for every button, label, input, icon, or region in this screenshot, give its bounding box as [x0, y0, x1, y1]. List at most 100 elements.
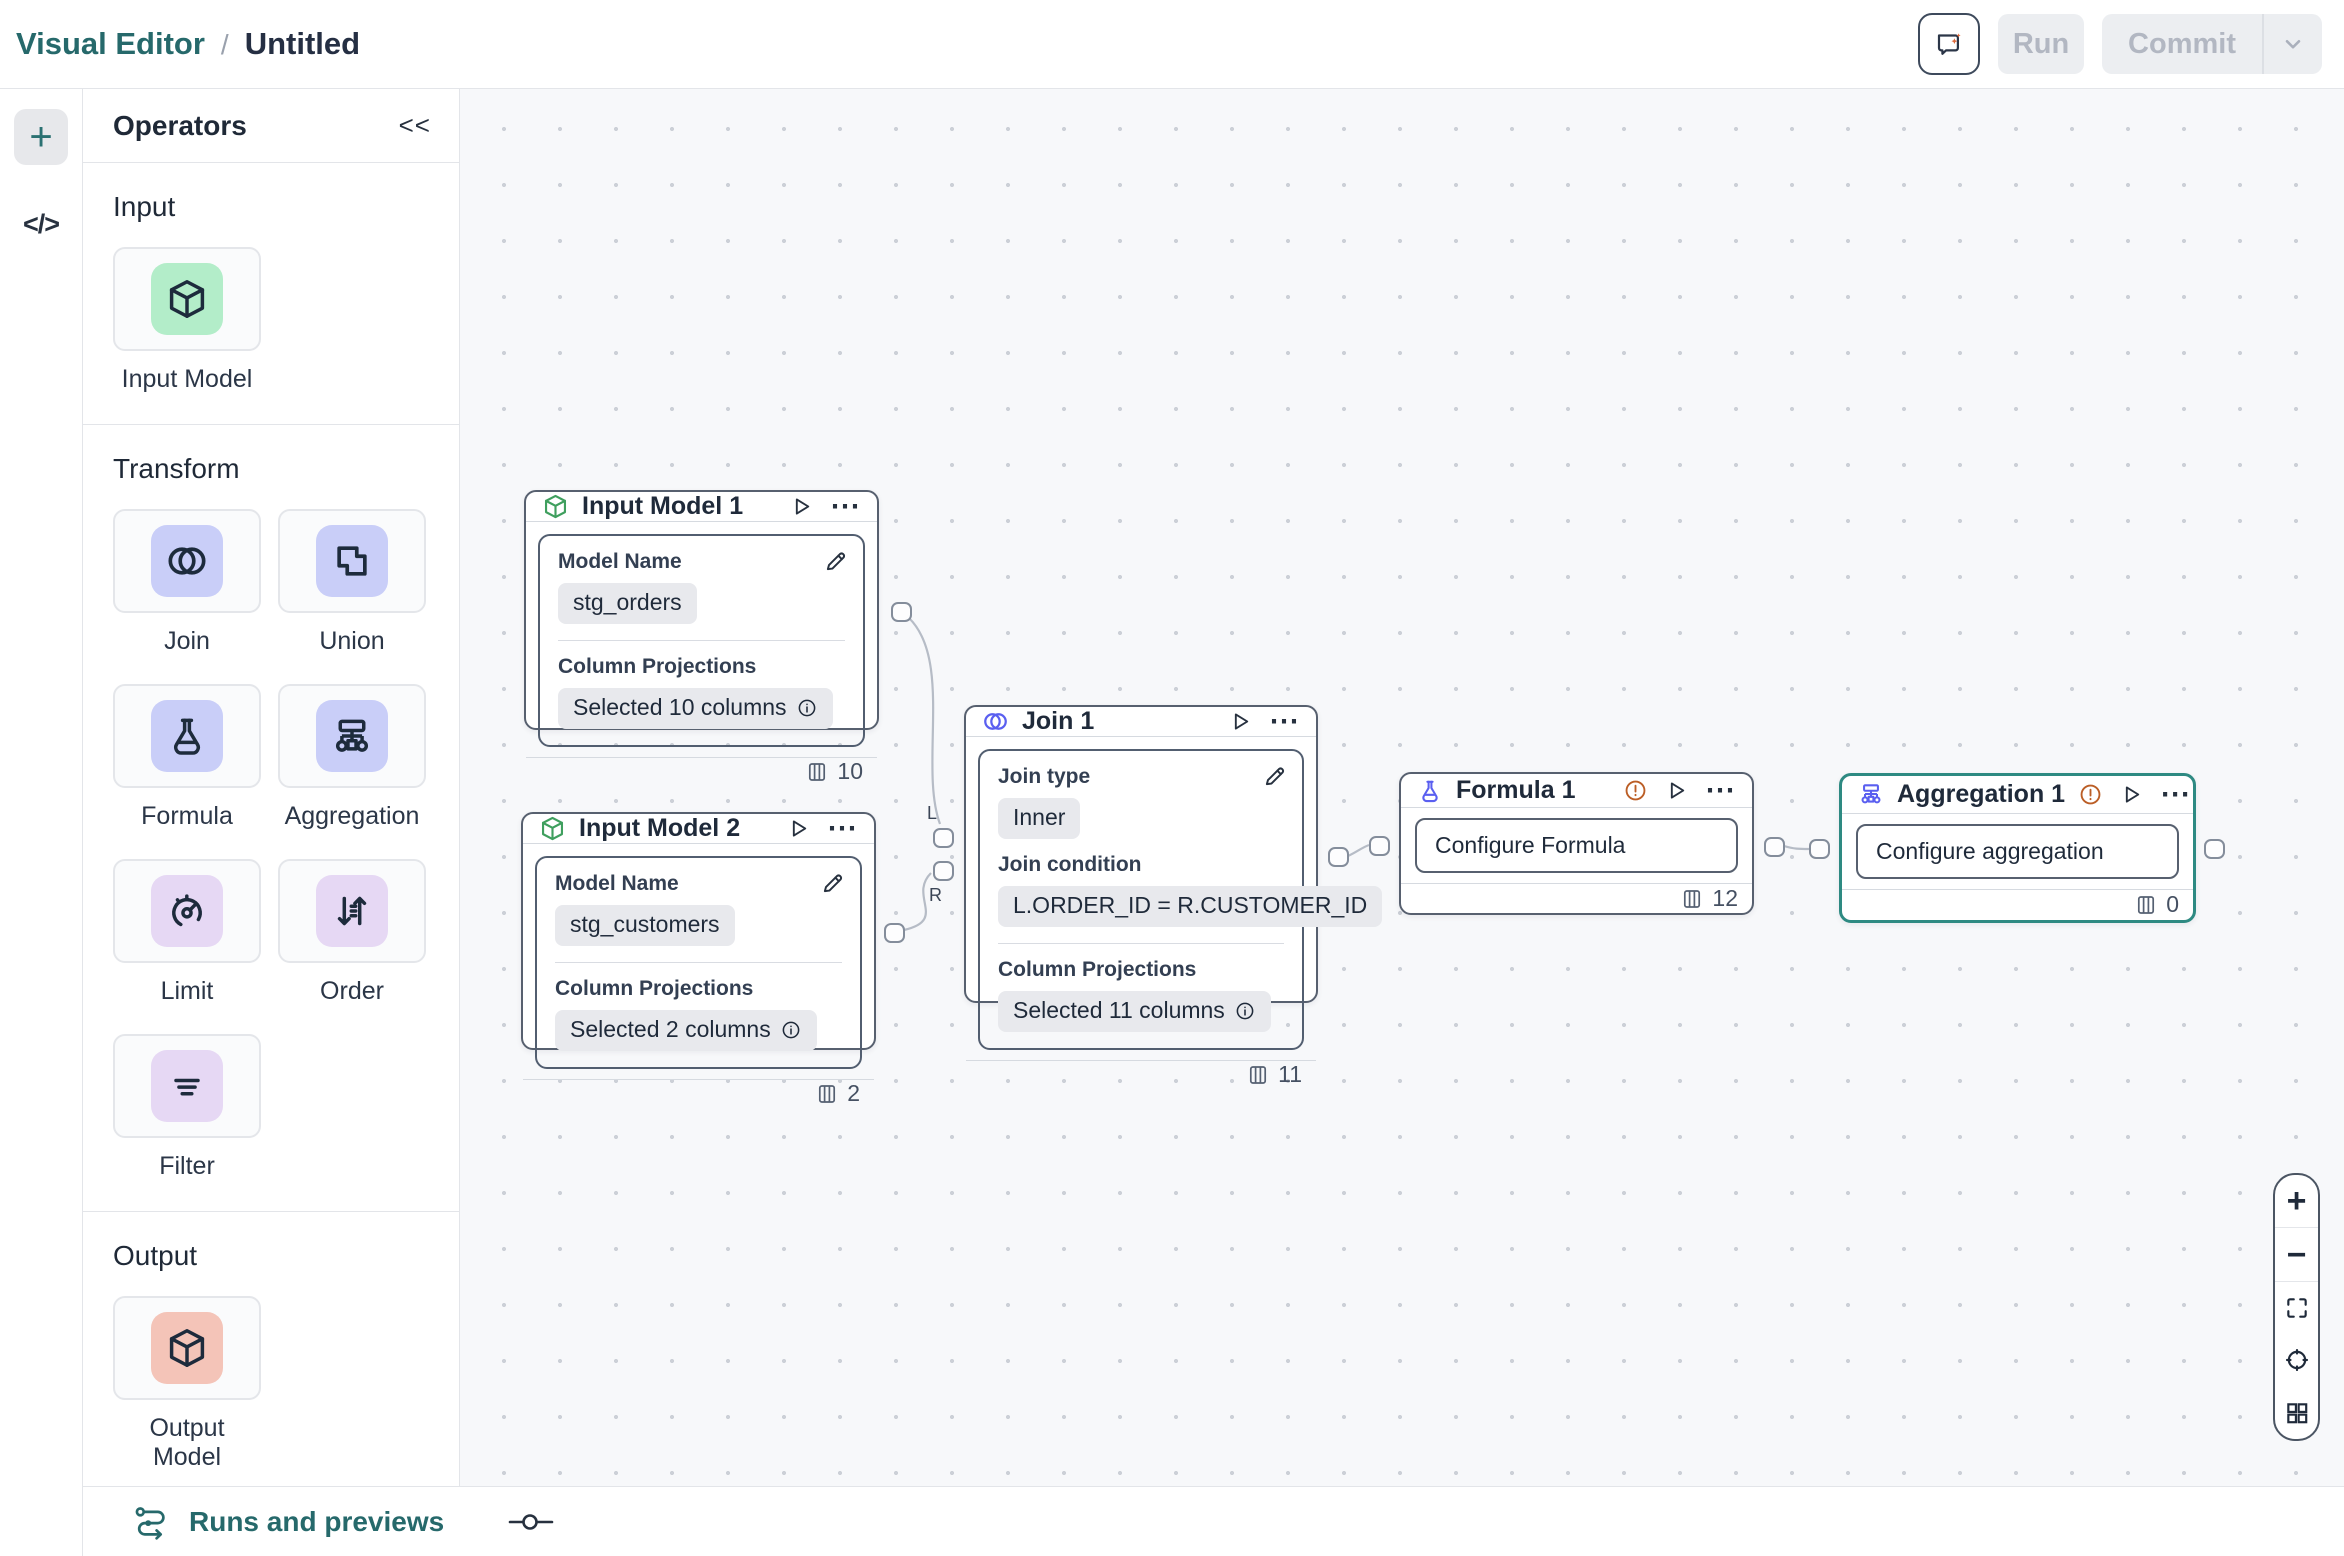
port-join-left-in[interactable]	[933, 828, 954, 848]
field-label: Join type	[998, 765, 1091, 788]
node-formula-1[interactable]: Formula 1 ⋯ Configure Formula	[1399, 772, 1754, 915]
operator-aggregation[interactable]: Aggregation	[278, 684, 426, 831]
code-view-button[interactable]: </>	[22, 209, 60, 239]
node-config-card[interactable]: Model Name stg_orders Column Projections…	[538, 534, 865, 747]
breadcrumb-app-link[interactable]: Visual Editor	[16, 26, 205, 61]
column-count: 10	[837, 758, 863, 784]
warning-icon	[1623, 778, 1648, 803]
runs-and-previews-button[interactable]: Runs and previews	[133, 1504, 444, 1540]
join-condition-chip: L.ORDER_ID = R.CUSTOMER_ID	[998, 886, 1383, 927]
columns-icon	[2134, 893, 2158, 917]
ai-assistant-button[interactable]	[1918, 13, 1981, 75]
zoom-in-button[interactable]: +	[2286, 1182, 2307, 1221]
operator-output-model[interactable]: Output Model	[113, 1296, 261, 1472]
play-node-button[interactable]	[2119, 782, 2144, 807]
operators-title: Operators	[113, 109, 247, 141]
cube-icon	[165, 277, 209, 321]
field-label: Column Projections	[555, 977, 754, 1000]
model-name-chip: stg_customers	[555, 905, 735, 946]
formula-flask-icon	[165, 714, 209, 758]
join-icon	[982, 708, 1009, 735]
node-menu-button[interactable]: ⋯	[830, 490, 861, 523]
collapse-panel-button[interactable]: <<	[398, 110, 431, 140]
configure-aggregation-button[interactable]: Configure aggregation	[1856, 823, 2179, 879]
edit-pencil-icon[interactable]	[823, 548, 849, 574]
fit-view-button[interactable]	[2275, 1282, 2318, 1334]
chevron-down-icon	[2280, 31, 2306, 57]
port-formula-in[interactable]	[1369, 836, 1390, 856]
work-area: Operators << Input Input Mode	[83, 89, 2344, 1486]
play-node-button[interactable]	[1228, 709, 1253, 734]
run-button[interactable]: Run	[1998, 14, 2085, 74]
top-bar: Visual Editor / Untitled Run Commit	[0, 0, 2344, 88]
port-join-right-in[interactable]	[933, 861, 954, 881]
commit-node-button[interactable]	[504, 1509, 558, 1535]
play-node-button[interactable]	[789, 494, 814, 519]
node-input-model-1[interactable]: Input Model 1 ⋯ Model Name	[524, 490, 879, 784]
limit-gauge-icon	[165, 889, 209, 933]
node-input-model-2[interactable]: Input Model 2 ⋯ Model Name	[521, 812, 876, 1106]
port-input-model-1-out[interactable]	[891, 602, 912, 622]
operators-panel: Operators << Input Input Mode	[83, 89, 460, 1486]
section-input: Input Input Model	[83, 163, 459, 424]
port-formula-out[interactable]	[1764, 837, 1785, 857]
column-projections-chip[interactable]: Selected 2 columns	[555, 1010, 817, 1051]
model-name-chip: stg_orders	[558, 583, 697, 624]
column-projections-chip[interactable]: Selected 11 columns	[998, 991, 1271, 1032]
commit-dropdown-button[interactable]	[2264, 14, 2322, 74]
node-config-card[interactable]: Model Name stg_customers Column Projecti…	[535, 856, 862, 1069]
operator-input-model[interactable]: Input Model	[113, 247, 261, 394]
content-row: + </> Operators << Input	[0, 88, 2344, 1556]
operator-label: Formula	[141, 802, 233, 830]
play-node-button[interactable]	[1664, 778, 1689, 803]
port-aggregation-in[interactable]	[1809, 839, 1830, 859]
column-projections-chip[interactable]: Selected 10 columns	[558, 688, 833, 729]
port-aggregation-out[interactable]	[2204, 839, 2225, 859]
breadcrumb-doc-title[interactable]: Untitled	[244, 26, 361, 61]
topbar-actions: Run Commit	[1918, 13, 2322, 75]
filter-lines-icon	[165, 1064, 209, 1108]
commit-button[interactable]: Commit	[2102, 14, 2264, 74]
operator-formula[interactable]: Formula	[113, 684, 261, 831]
overview-button[interactable]	[2275, 1387, 2318, 1439]
runs-and-previews-label: Runs and previews	[189, 1505, 445, 1537]
node-menu-button[interactable]: ⋯	[1705, 774, 1736, 808]
play-node-button[interactable]	[786, 816, 811, 841]
field-label: Column Projections	[558, 655, 757, 678]
cube-icon	[539, 815, 566, 842]
locate-button[interactable]	[2275, 1334, 2318, 1386]
operator-join[interactable]: Join	[113, 509, 261, 656]
node-join-1[interactable]: Join 1 ⋯ Join type Inner	[964, 705, 1383, 1087]
zoom-out-button[interactable]: −	[2286, 1235, 2307, 1274]
node-menu-button[interactable]: ⋯	[1269, 705, 1300, 738]
operator-label: Output Model	[149, 1414, 225, 1471]
operator-union[interactable]: Union	[278, 509, 426, 656]
node-config-card[interactable]: Join type Inner Join condition L.ORDER_I…	[978, 749, 1383, 1050]
operator-order[interactable]: Order	[278, 859, 426, 1006]
formula-flask-icon	[1417, 778, 1443, 804]
port-input-model-2-out[interactable]	[884, 923, 905, 943]
operator-filter[interactable]: Filter	[113, 1034, 261, 1181]
edit-pencil-icon[interactable]	[1262, 763, 1288, 789]
node-aggregation-1[interactable]: Aggregation 1 ⋯ Configure aggregation	[1839, 773, 2196, 923]
commit-node-icon	[504, 1509, 558, 1535]
aggregation-tree-icon	[330, 714, 374, 758]
edit-pencil-icon[interactable]	[820, 870, 846, 896]
node-title: Aggregation 1	[1897, 779, 2066, 808]
fit-view-icon	[2284, 1295, 2310, 1321]
join-left-port-label: L	[927, 803, 938, 823]
pipeline-canvas[interactable]: Input Model 1 ⋯ Model Name	[460, 89, 2344, 1486]
column-count: 2	[847, 1080, 860, 1106]
node-title: Input Model 1	[582, 492, 744, 520]
port-join-out[interactable]	[1328, 847, 1349, 867]
configure-formula-button[interactable]: Configure Formula	[1415, 818, 1738, 874]
join-right-port-label: R	[929, 885, 942, 905]
operator-limit[interactable]: Limit	[113, 859, 261, 1006]
info-icon	[780, 1019, 802, 1041]
column-count: 11	[1278, 1061, 1302, 1087]
node-menu-button[interactable]: ⋯	[2160, 777, 2192, 811]
aggregation-tree-icon	[1858, 781, 1884, 807]
node-menu-button[interactable]: ⋯	[827, 812, 858, 845]
chat-sparkle-icon	[1932, 27, 1966, 61]
add-operator-rail-button[interactable]: +	[14, 109, 68, 165]
